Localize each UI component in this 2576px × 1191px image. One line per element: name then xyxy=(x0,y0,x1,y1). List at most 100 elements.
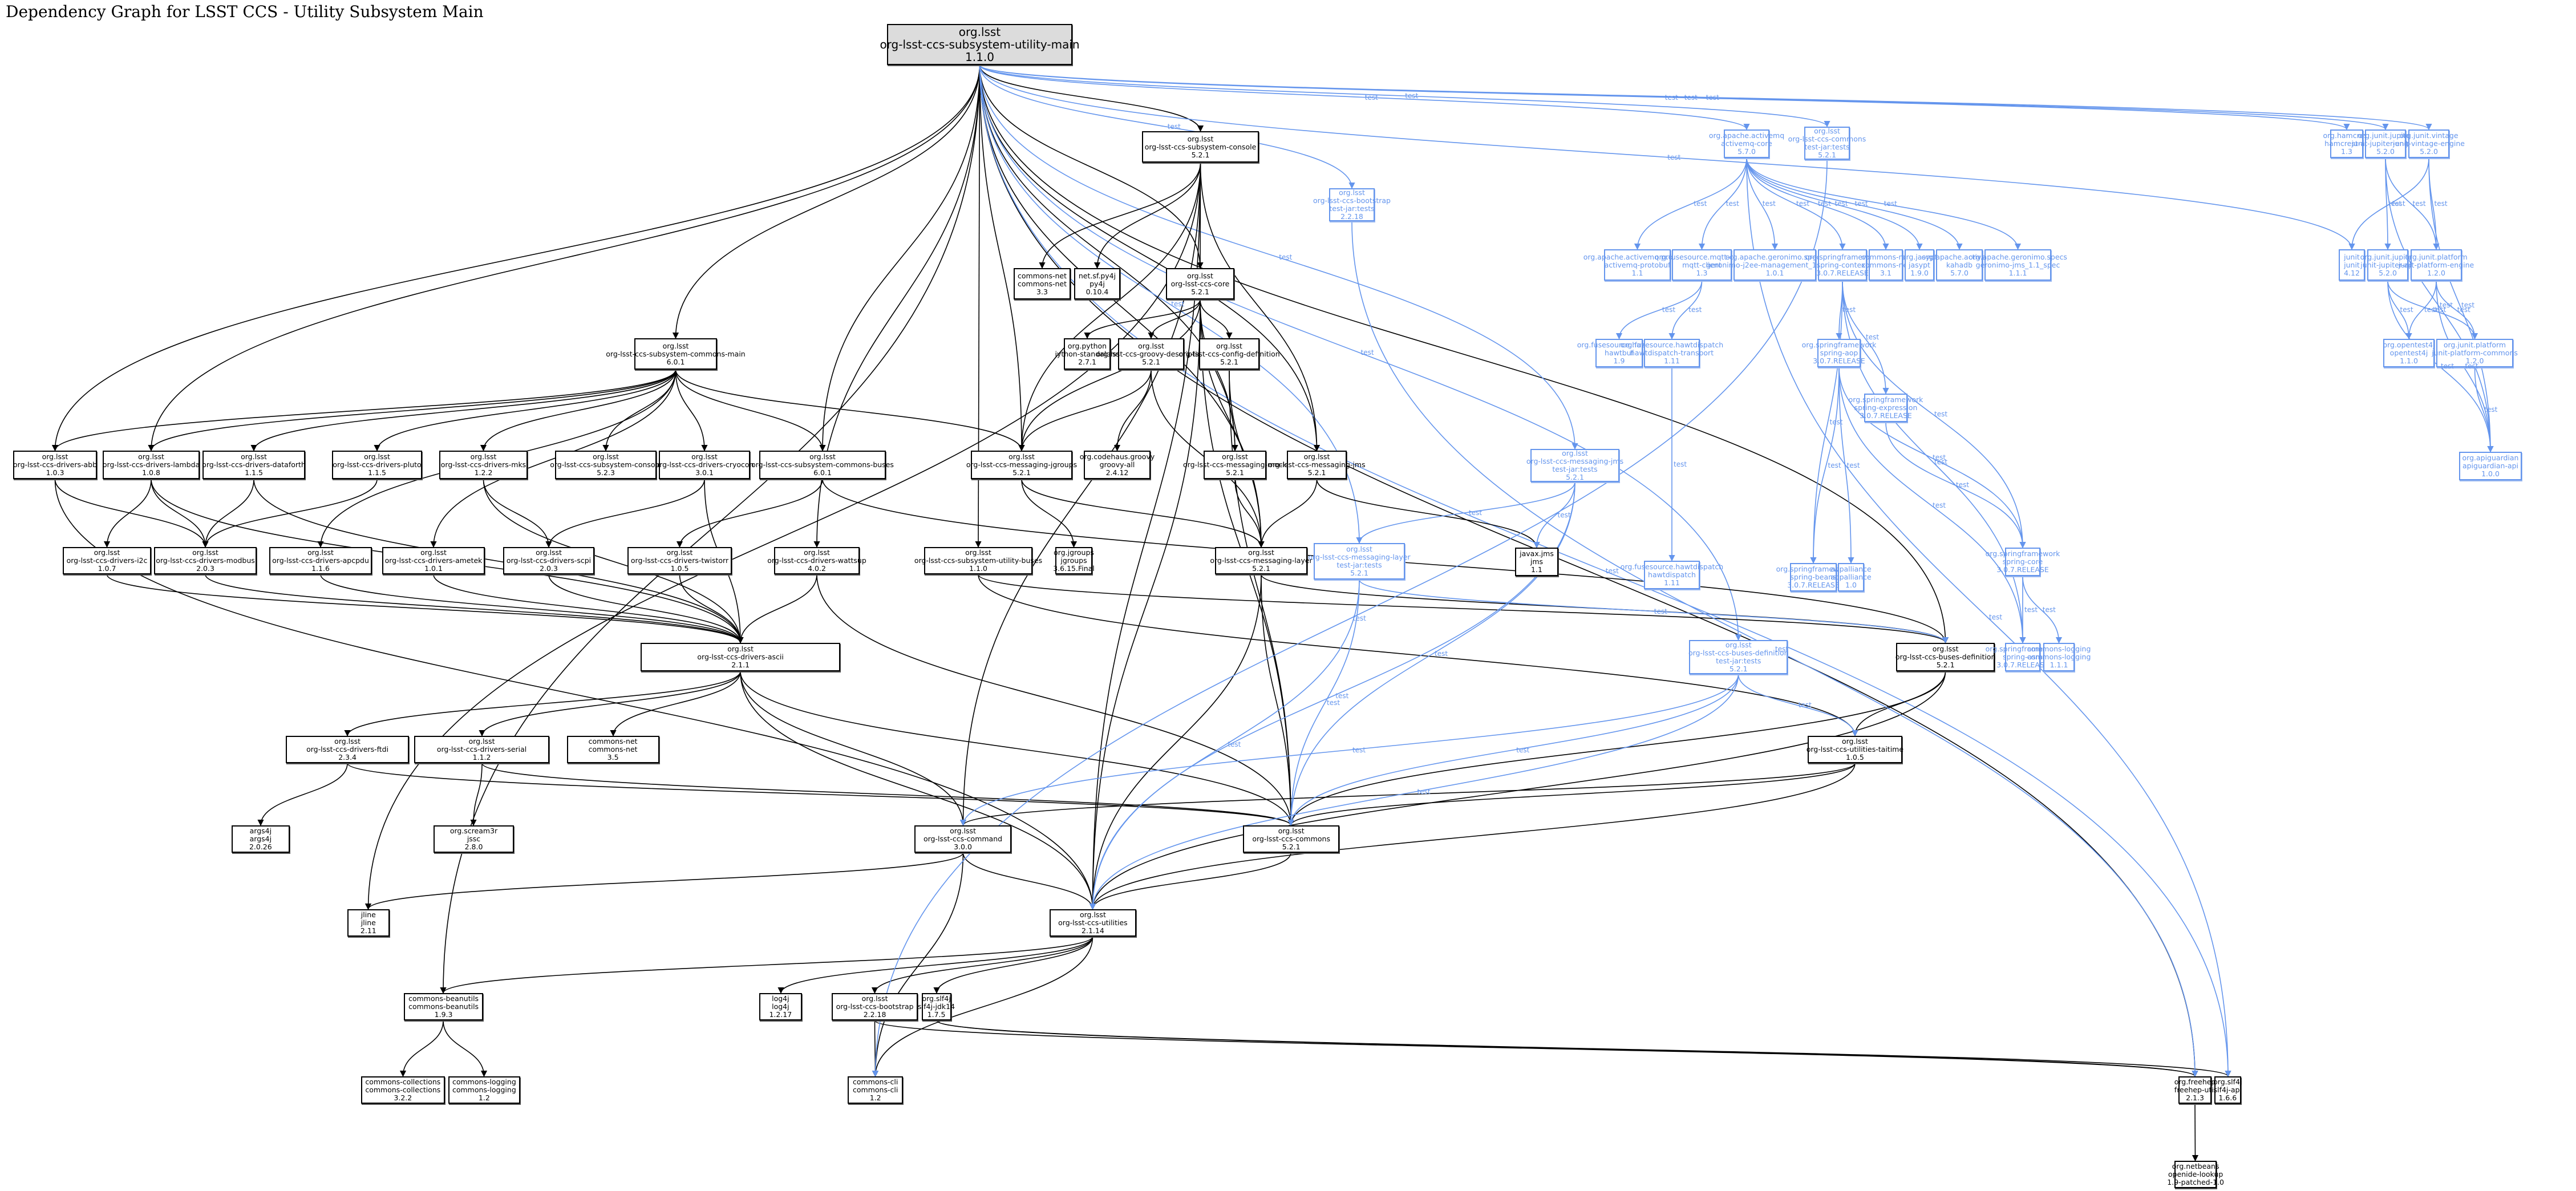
node-version: 1.0.0 xyxy=(2481,469,2500,478)
edge-label-test: test xyxy=(1228,740,1241,748)
dependency-edge-msg-jms-tests-to-commons xyxy=(1287,481,1575,827)
node-group: commons-net xyxy=(1861,252,1910,261)
edge-label-test: test xyxy=(1933,501,1946,509)
node-artifact: spring-core xyxy=(2002,557,2043,566)
dependency-edge-vintage-engine-to-apiguardian xyxy=(2428,157,2494,453)
node-version: 1.0.7 xyxy=(98,564,116,573)
dependency-edge-root-to-abb xyxy=(51,64,981,452)
edge-label-test: test xyxy=(1469,508,1483,517)
edge-label-test: test xyxy=(1818,200,1832,208)
edge-label-test: test xyxy=(1934,410,1948,418)
node-group: org.lsst xyxy=(809,452,836,461)
